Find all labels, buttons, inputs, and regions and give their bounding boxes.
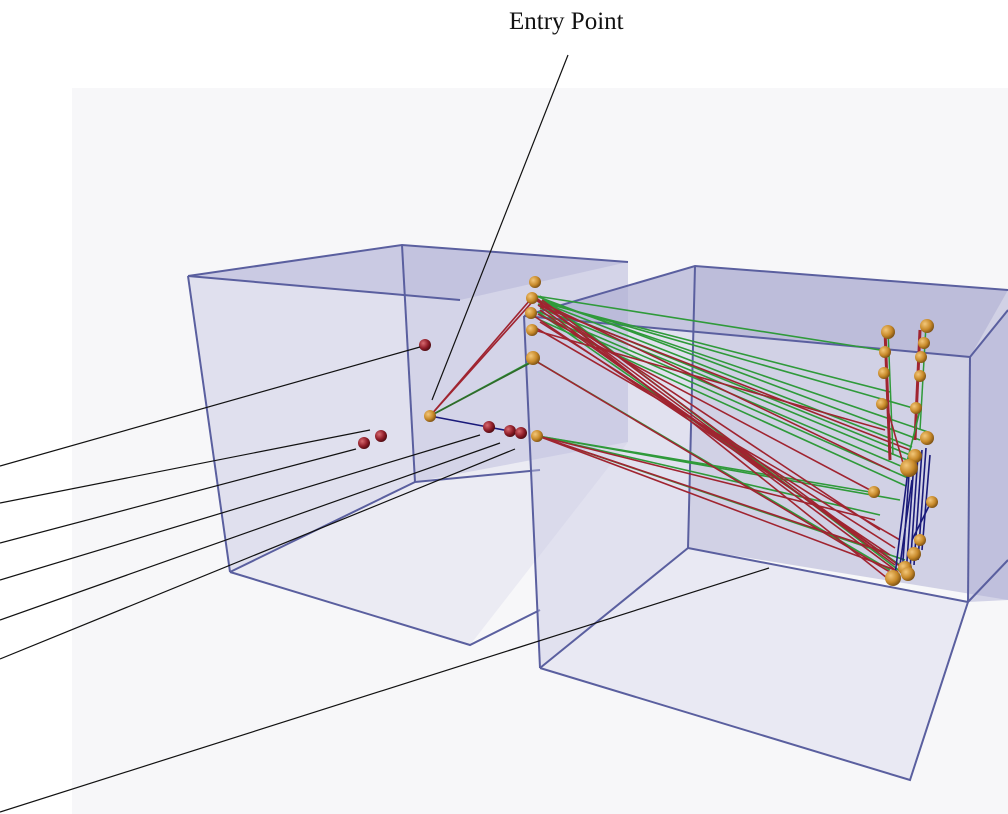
leader-2 (0, 429, 371, 504)
node-red-5 (504, 425, 516, 437)
node-right-cluster-7 (907, 547, 921, 561)
nodes-red (358, 339, 527, 449)
node-orange-low (531, 430, 543, 442)
node-red-1 (419, 339, 431, 351)
node-right-cluster-9 (885, 570, 901, 586)
node-right-cluster-5 (926, 496, 938, 508)
node-right-col2-5 (910, 402, 922, 414)
node-right-cluster-6 (914, 534, 926, 546)
entry-point-label: Entry Point (509, 8, 624, 35)
right-box-front-face (524, 266, 695, 668)
node-right-col2-2 (918, 337, 930, 349)
node-right-cluster-3 (900, 459, 918, 477)
node-orange-top-4 (526, 324, 538, 336)
node-right-col1-3 (878, 367, 890, 379)
node-red-6 (515, 427, 527, 439)
leader-1 (0, 346, 421, 467)
left-box-edges (187, 243, 629, 647)
leader-entry-point (431, 54, 569, 401)
node-entry-point (424, 410, 436, 422)
node-right-cluster-10 (901, 567, 915, 581)
leader-lines (0, 54, 770, 813)
node-red-4 (483, 421, 495, 433)
edges-entry-green (429, 361, 533, 417)
node-right-col2-4 (914, 370, 926, 382)
node-right-col2-3 (915, 351, 927, 363)
leader-7 (0, 567, 770, 813)
left-box (187, 243, 629, 647)
nodes-orange (424, 276, 938, 586)
node-orange-top-2 (526, 292, 538, 304)
node-right-col1-2 (879, 346, 891, 358)
network-edges (429, 295, 933, 579)
node-right-col1-4 (876, 398, 888, 410)
node-orange-top-1 (529, 276, 541, 288)
right-box-bottom-face (540, 548, 968, 780)
leader-6 (0, 448, 516, 660)
right-box-side-face (968, 310, 1008, 602)
left-box-top-face (188, 245, 628, 300)
leader-5 (0, 442, 501, 621)
right-box-edges (523, 264, 1008, 782)
node-orange-top-3 (525, 307, 537, 319)
node-right-cluster-1 (920, 431, 934, 445)
node-orange-mid (526, 351, 540, 365)
node-red-3 (375, 430, 387, 442)
node-right-col2-1 (920, 319, 934, 333)
leader-4 (0, 434, 481, 581)
left-box-front-face (188, 245, 415, 572)
leader-3 (0, 448, 357, 544)
node-red-2 (358, 437, 370, 449)
edges-entry (429, 299, 531, 417)
node-right-cluster-4 (868, 486, 880, 498)
node-right-col1-1 (881, 325, 895, 339)
left-box-bottom-face (230, 442, 628, 645)
